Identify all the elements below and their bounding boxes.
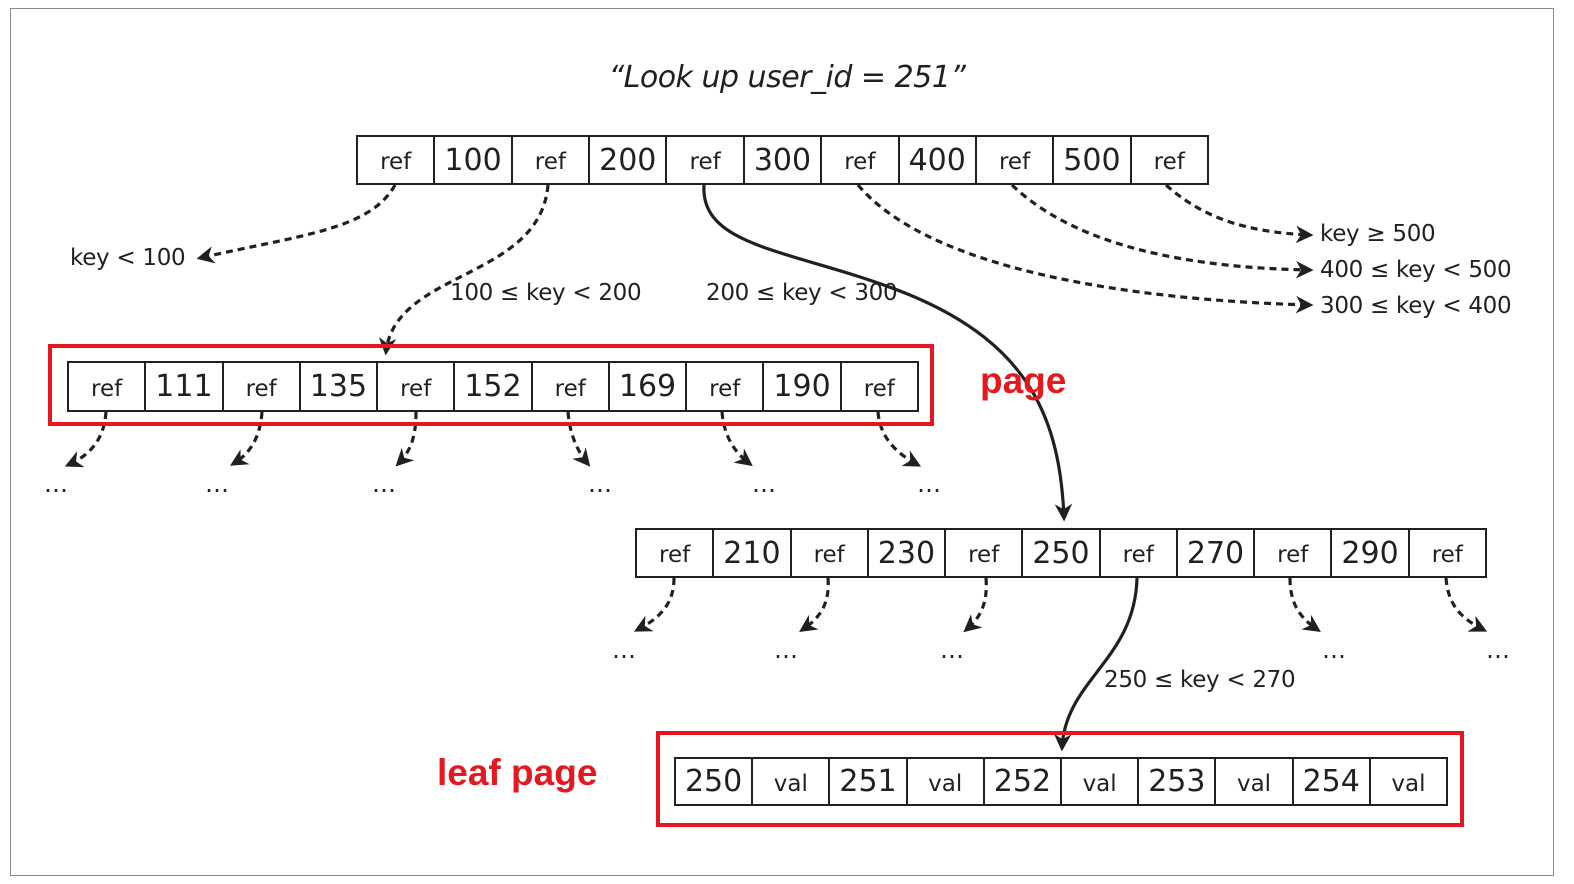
mid-cell: ref [1098,530,1176,576]
leaf-cell: 254 [1291,759,1369,804]
ellipsis: … [1486,636,1512,664]
mid-cell: ref [789,530,867,576]
left-cell: ref [685,363,762,410]
ellipsis: … [917,470,943,498]
root-cell: 500 [1052,137,1129,183]
mid-cell: ref [1253,530,1330,576]
arrow-left-6 [876,411,922,467]
leaf-cell: val [1060,759,1137,804]
leaf-cell: 251 [828,759,905,804]
leaf-cell: val [1214,759,1291,804]
root-cell: 100 [433,137,510,183]
figure-frame [10,8,1554,876]
left-page: ref 111 ref 135 ref 152 ref 169 ref 190 … [67,361,919,412]
root-cell: ref [665,137,742,183]
mid-cell: ref [1407,530,1485,576]
left-cell: 152 [453,363,530,410]
leaf-cell: 252 [982,759,1060,804]
left-cell: ref [839,363,917,410]
ellipsis: … [372,470,398,498]
mid-cell: ref [659,542,691,568]
left-cell: ref [91,375,123,402]
arrow-mid-4 [1288,577,1321,632]
root-page: ref 100 ref 200 ref 300 ref 400 ref 500 … [356,135,1209,185]
left-cell: ref [221,363,299,410]
leaf-page: 250 val 251 val 252 val 253 val 254 val [674,757,1448,806]
mid-cell: 290 [1330,530,1407,576]
ellipsis: … [588,470,614,498]
leaf-page-label: leaf page [437,752,598,793]
leaf-cell: val [1368,759,1446,804]
arrow-mid-2 [799,577,830,632]
label-range-400-500: 400 ≤ key < 500 [1320,257,1512,283]
ellipsis: … [752,470,778,498]
leaf-cell: 253 [1137,759,1214,804]
mid-cell: ref [944,530,1021,576]
arrow-250-270 [1053,577,1139,752]
leaf-cell: 250 [684,764,743,799]
root-cell: ref [820,137,897,183]
mid-cell: 270 [1175,530,1253,576]
arrow-100-200 [378,184,550,356]
leaf-page-highlight-box [656,731,1464,827]
root-cell: 400 [897,137,975,183]
left-cell: 169 [607,363,685,410]
diagram-title: “Look up user_id = 251” [608,60,966,95]
leaf-cell: val [751,759,828,804]
arrow-mid-1 [633,577,676,632]
label-range-200-300: 200 ≤ key < 300 [706,280,898,306]
mid-cell: 210 [712,530,789,576]
arrow-left-4 [566,411,591,467]
label-range-100-200: 100 ≤ key < 200 [450,280,642,306]
ellipsis: … [205,470,231,498]
arrow-left-1 [64,411,108,468]
left-cell: 190 [762,363,839,410]
arrow-mid-3 [963,577,988,633]
arrow-left-5 [720,411,753,467]
ellipsis: … [612,636,638,664]
left-cell: ref [530,363,608,410]
mid-page: ref 210 ref 230 ref 250 ref 270 ref 290 … [635,528,1487,578]
arrow-mid-5 [1444,577,1488,632]
arrow-ge-500 [1164,183,1314,244]
arrow-left-3 [395,411,418,467]
label-key-lt-100: key < 100 [70,245,186,271]
root-cell: 300 [742,137,820,183]
root-cell: ref [974,137,1052,183]
arrow-200-300 [702,184,1073,522]
root-cell: ref [1129,137,1207,183]
label-range-250-270: 250 ≤ key < 270 [1104,667,1296,693]
arrow-400-500 [1010,183,1314,279]
ellipsis: … [774,636,800,664]
left-cell: 111 [144,363,221,410]
left-cell: ref [376,363,453,410]
ellipsis: … [44,470,70,498]
leaf-cell: val [905,759,983,804]
mid-cell: 250 [1021,530,1098,576]
root-cell: ref [380,149,412,175]
label-range-300-400: 300 ≤ key < 400 [1320,293,1512,319]
page-label: page [980,360,1067,401]
arrow-300-400 [856,183,1314,314]
label-key-ge-500: key ≥ 500 [1320,221,1436,247]
ellipsis: … [1322,636,1348,664]
ellipsis: … [940,636,966,664]
left-cell: 135 [298,363,376,410]
arrow-key-lt-100 [196,184,397,264]
root-cell: ref [510,137,588,183]
page-highlight-box [48,344,934,426]
root-cell: 200 [588,137,665,183]
mid-cell: 230 [866,530,944,576]
